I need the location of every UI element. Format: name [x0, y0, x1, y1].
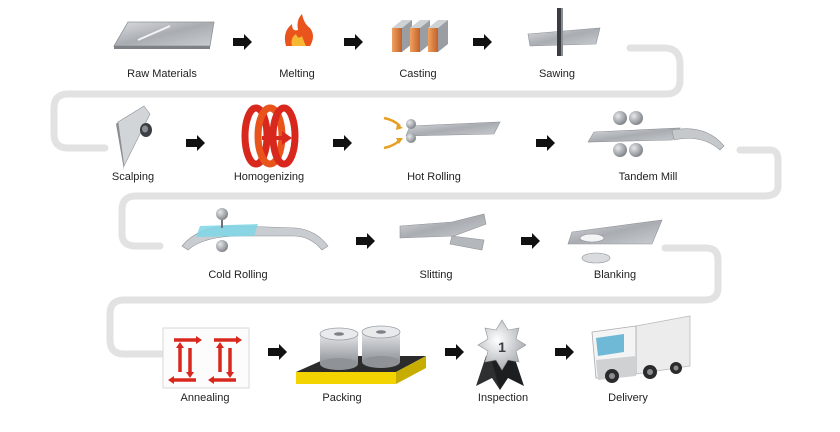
sheet-icon — [113, 21, 215, 49]
step-label-sawing: Sawing — [538, 68, 576, 80]
step-label-packing: Packing — [322, 392, 362, 404]
badge-number: 1 — [498, 339, 506, 355]
heat-coil-icon — [241, 104, 299, 168]
step-label-delivery: Delivery — [608, 392, 648, 404]
flame-icon — [284, 14, 313, 46]
slit-sheet-icon — [399, 213, 487, 251]
saw-blade-icon — [527, 8, 601, 56]
step-label-scalping: Scalping — [111, 171, 155, 183]
step-label-tandem-mill: Tandem Mill — [618, 171, 678, 183]
step-label-inspection: Inspection — [477, 392, 529, 404]
arrow-right-icon — [356, 233, 375, 249]
arrow-right-icon — [521, 233, 540, 249]
arrow-right-icon — [536, 135, 555, 151]
arrow-right-icon — [233, 34, 252, 50]
arrow-right-icon — [344, 34, 363, 50]
step-label-casting: Casting — [399, 68, 437, 80]
cold-roll-icon — [181, 208, 329, 252]
award-badge-icon: 1 — [476, 319, 527, 390]
arrow-right-icon — [473, 34, 492, 50]
arrow-right-icon — [333, 135, 352, 151]
step-label-hot-rolling: Hot Rolling — [407, 171, 461, 183]
arrow-right-icon — [555, 344, 574, 360]
slab-icon — [116, 105, 152, 170]
step-label-slitting: Slitting — [419, 269, 453, 281]
step-label-blanking: Blanking — [593, 269, 637, 281]
coils-pallet-icon — [296, 325, 426, 384]
flow-connector — [50, 44, 782, 358]
step-label-melting: Melting — [279, 68, 315, 80]
arrow-right-icon — [268, 344, 287, 360]
ingots-icon — [392, 20, 448, 52]
arrow-right-icon — [186, 135, 205, 151]
truck-icon — [591, 315, 691, 383]
flow-arrows — [186, 34, 574, 360]
annealing-arrows-icon — [162, 327, 250, 389]
step-label-cold-rolling: Cold Rolling — [208, 269, 268, 281]
step-label-raw-materials: Raw Materials — [127, 68, 197, 80]
arrow-right-icon — [445, 344, 464, 360]
hot-roll-icon — [383, 116, 501, 150]
tandem-rolls-icon — [587, 111, 725, 157]
step-label-homogenizing: Homogenizing — [233, 171, 305, 183]
blank-disc-icon — [567, 219, 663, 264]
step-label-annealing: Annealing — [180, 392, 230, 404]
